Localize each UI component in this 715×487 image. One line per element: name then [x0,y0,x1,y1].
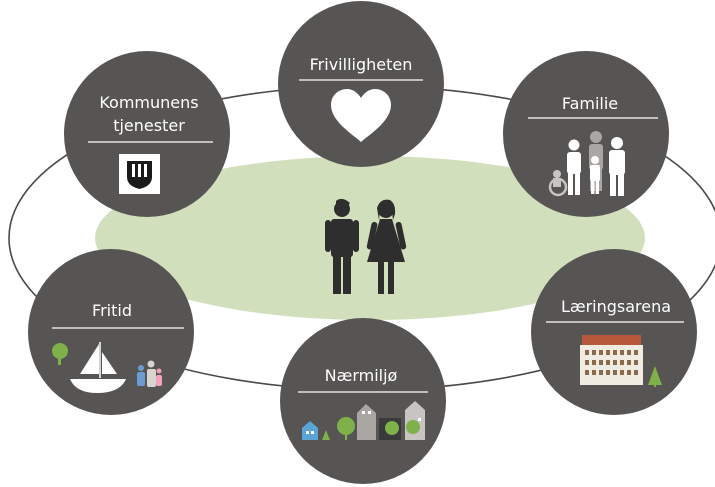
node-laeringsarena-label: Læringsarena [561,297,671,316]
heart-icon [331,89,391,142]
family-icon [548,131,625,197]
municipal-coat-of-arms-icon [119,154,160,194]
node-fritid-label: Fritid [92,301,132,320]
node-kommunens-label-line1: Kommunens [99,93,198,112]
node-naermiljo: Nærmiljø [280,318,446,484]
node-frivilligheten: Frivilligheten [278,1,444,167]
node-fritid: Fritid [28,249,194,415]
node-familie-label: Familie [562,94,618,113]
node-kommunens-label-line2: tjenester [113,116,185,135]
node-frivilligheten-label: Frivilligheten [310,55,413,74]
node-kommunens-tjenester: Kommunens tjenester [64,51,230,217]
neighborhood-houses-icon [302,401,425,440]
node-familie: Familie [503,51,669,217]
sailboat-tree-family-icon [52,342,162,393]
node-laeringsarena: Læringsarena [531,249,697,415]
man-woman-icon [325,198,407,294]
school-building-icon [580,335,662,387]
node-naermiljo-label: Nærmiljø [325,366,398,385]
